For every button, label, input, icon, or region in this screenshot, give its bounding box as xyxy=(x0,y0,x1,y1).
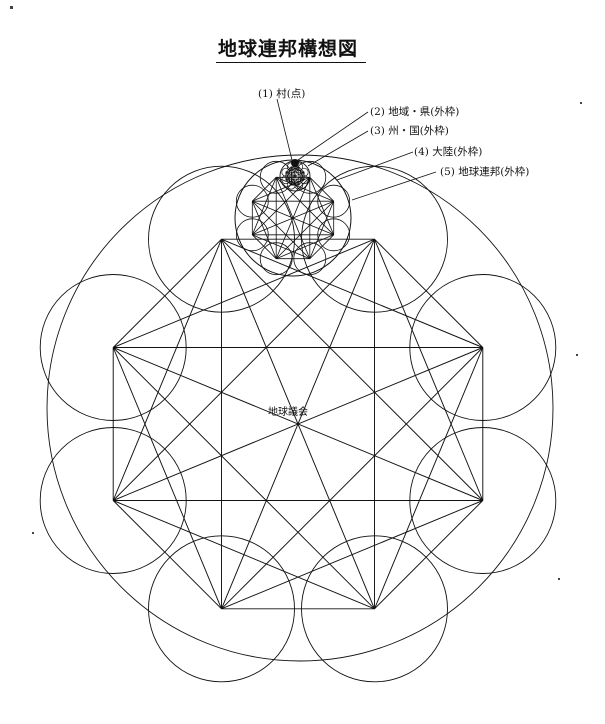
state-web-line xyxy=(251,201,277,259)
continent-web-line xyxy=(113,347,483,501)
state-web-line xyxy=(309,234,334,259)
label-state: (3) 州・国(外枠) xyxy=(370,125,449,137)
prefecture-web-line xyxy=(298,179,305,186)
speck xyxy=(580,102,582,104)
leader-continent xyxy=(336,151,414,181)
leader-village xyxy=(276,98,293,161)
speck xyxy=(576,354,578,356)
label-prefecture: (2) 地域・県(外枠) xyxy=(370,106,460,118)
prefecture-web-line xyxy=(285,172,292,186)
prefecture-web-line xyxy=(291,179,305,186)
state-web-line xyxy=(252,177,277,202)
continent-web-line xyxy=(113,238,375,348)
state-web-line xyxy=(252,200,334,236)
state-octagon-web xyxy=(251,176,335,260)
continent-web-line xyxy=(112,238,222,348)
title-underline xyxy=(216,62,366,63)
continent-web-line xyxy=(374,238,484,348)
center-label: 地球議会 xyxy=(268,407,308,418)
speck xyxy=(558,578,560,580)
continent-web-line xyxy=(374,500,484,610)
state-web-line xyxy=(252,177,311,236)
continent-web-line xyxy=(112,500,222,610)
prefecture-cluster xyxy=(279,159,311,192)
state-web-line xyxy=(252,200,311,259)
label-federation: (5) 地球連邦(外枠) xyxy=(440,166,530,178)
leader-prefecture xyxy=(297,111,369,161)
continent-web-line xyxy=(112,238,375,501)
prefecture-web-line xyxy=(298,166,305,173)
state-web-line xyxy=(276,234,334,260)
prefecture-web-line xyxy=(285,171,305,181)
continent-web-line xyxy=(113,500,375,610)
leader-federation xyxy=(351,171,437,201)
state-web-line xyxy=(252,234,310,260)
prefecture-web-line xyxy=(285,179,299,186)
speck xyxy=(32,532,34,534)
prefecture-web-line xyxy=(285,166,292,173)
continent-web-line xyxy=(112,347,222,609)
continent-web-line xyxy=(221,500,483,610)
diagram-title: 地球連邦構想図 xyxy=(218,38,359,60)
leader-state xyxy=(307,130,369,167)
federation-outer-circle xyxy=(46,154,554,662)
continent-octagon-web xyxy=(112,238,484,610)
prefecture-web-line xyxy=(285,179,292,186)
label-village: (1) 村(点) xyxy=(258,88,306,100)
prefecture-web-line xyxy=(285,166,299,173)
continent-web-line xyxy=(112,347,375,610)
state-web-line xyxy=(252,234,277,259)
label-continent: (4) 大陸(外枠) xyxy=(414,146,483,158)
label-leader-lines xyxy=(276,98,437,201)
village-dot xyxy=(291,159,299,167)
prefecture-web-line xyxy=(285,171,300,186)
continent-web-line xyxy=(221,347,484,610)
state-web-line xyxy=(275,200,334,259)
state-web-line xyxy=(309,177,334,202)
continent-web-line xyxy=(221,238,484,501)
speck xyxy=(10,6,13,9)
